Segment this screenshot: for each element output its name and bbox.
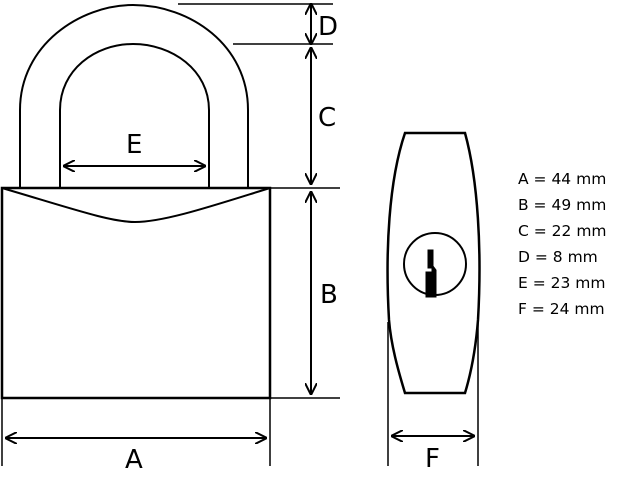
keyhole-icon [425,249,437,298]
spec-e: E = 23 mm [518,274,606,292]
dimension-specifications-list: A = 44 mm B = 49 mm C = 22 mm D = 8 mm E… [518,166,607,322]
dimension-c-label: C [318,103,336,133]
padlock-body-side [386,131,481,395]
body-top-curve [1,187,271,224]
spec-f: F = 24 mm [518,300,605,318]
dimension-d-label: D [318,12,338,42]
dimension-a-label: A [125,445,143,475]
shackle-outer [19,3,249,188]
spec-c: C = 22 mm [518,222,607,240]
dimension-f-label: F [425,444,440,474]
padlock-body-front [0,186,272,400]
shackle-inner [59,42,210,188]
spec-d: D = 8 mm [518,248,598,266]
dimension-e-label: E [126,130,142,160]
spec-b: B = 49 mm [518,196,607,214]
spec-a: A = 44 mm [518,170,607,188]
dimension-b-label: B [320,280,338,310]
